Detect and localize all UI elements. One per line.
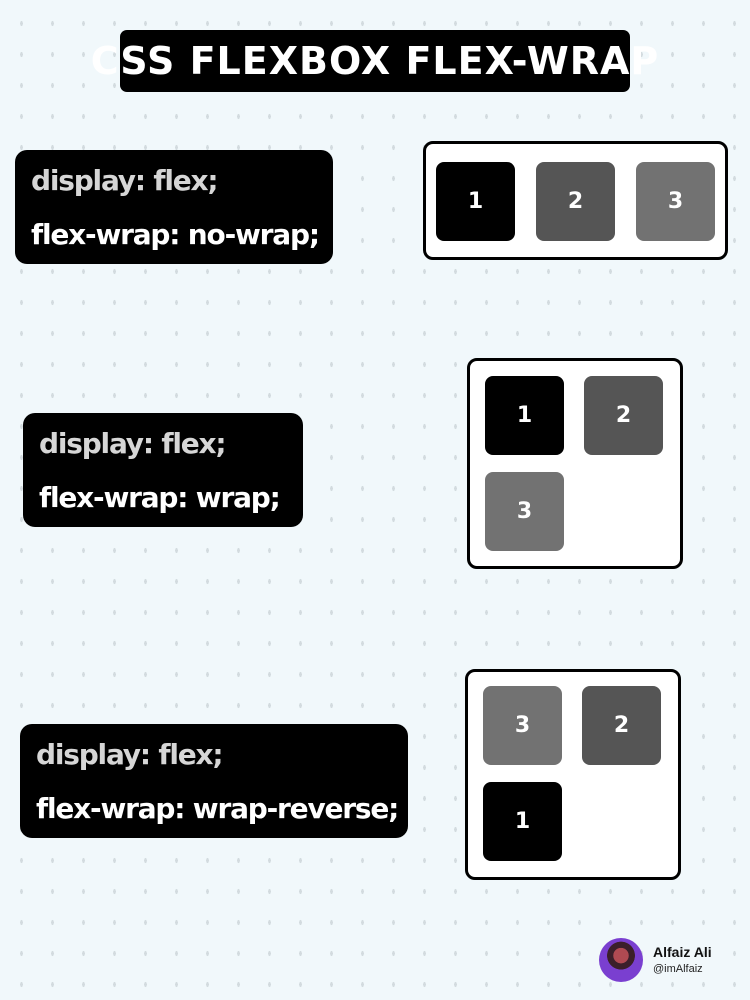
code-block-wrap: display: flex; flex-wrap: wrap; (23, 413, 303, 527)
flex-item: 2 (584, 376, 663, 455)
flex-item: 1 (483, 782, 562, 861)
flex-item: 3 (485, 472, 564, 551)
code-line-display: display: flex; (36, 738, 224, 771)
flex-item: 2 (536, 162, 615, 241)
flex-item: 1 (436, 162, 515, 241)
author-name: Alfaiz Ali (653, 944, 712, 960)
flex-item: 1 (485, 376, 564, 455)
page-title: CSS FLEXBOX FLEX-WRAP (91, 30, 658, 92)
code-line-flex-wrap: flex-wrap: wrap-reverse; (36, 792, 399, 825)
flex-item: 3 (483, 686, 562, 765)
flex-container-no-wrap: 1 2 3 (423, 141, 728, 260)
code-line-flex-wrap: flex-wrap: no-wrap; (31, 218, 320, 251)
author-credit: Alfaiz Ali @imAlfaiz (599, 938, 712, 982)
avatar (599, 938, 643, 982)
flex-container-wrap: 1 2 3 (467, 358, 683, 569)
flex-item: 2 (582, 686, 661, 765)
author-handle: @imAlfaiz (653, 963, 703, 975)
flex-container-wrap-reverse: 3 2 1 (465, 669, 681, 880)
code-block-no-wrap: display: flex; flex-wrap: no-wrap; (15, 150, 333, 264)
code-line-flex-wrap: flex-wrap: wrap; (39, 481, 281, 514)
flex-item: 3 (636, 162, 715, 241)
code-line-display: display: flex; (39, 427, 227, 460)
code-line-display: display: flex; (31, 164, 219, 197)
code-block-wrap-reverse: display: flex; flex-wrap: wrap-reverse; (20, 724, 408, 838)
